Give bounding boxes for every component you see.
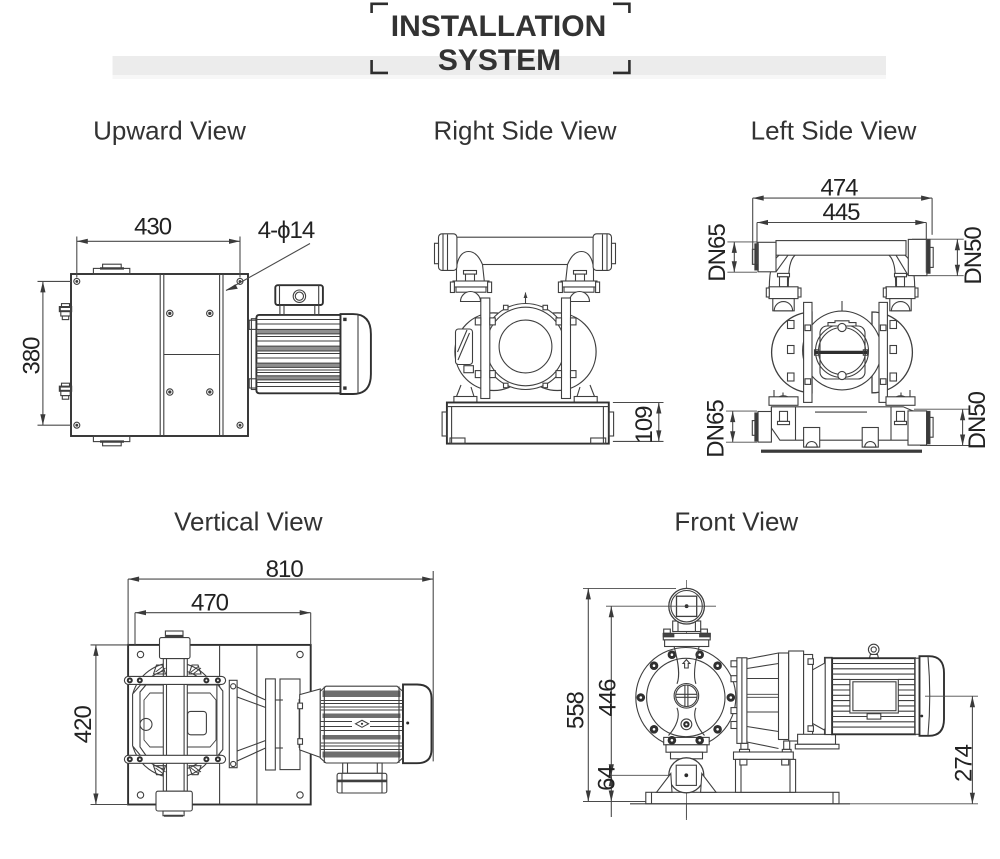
svg-text:Right Side View: Right Side View: [433, 116, 616, 146]
svg-text:DN50: DN50: [964, 391, 991, 449]
svg-text:380: 380: [19, 337, 46, 375]
svg-text:445: 445: [822, 199, 860, 226]
svg-text:DN65: DN65: [704, 224, 731, 282]
svg-text:Upward View: Upward View: [93, 116, 246, 146]
svg-text:4-ϕ14: 4-ϕ14: [258, 217, 315, 244]
svg-text:420: 420: [70, 706, 97, 744]
svg-text:INSTALLATION: INSTALLATION: [391, 10, 607, 43]
svg-text:810: 810: [266, 556, 304, 583]
svg-text:474: 474: [820, 174, 858, 201]
svg-text:Front View: Front View: [674, 507, 798, 537]
svg-text:430: 430: [134, 214, 172, 241]
svg-text:DN65: DN65: [703, 400, 730, 458]
svg-text:446: 446: [595, 679, 622, 717]
svg-text:109: 109: [631, 406, 658, 444]
svg-text:Vertical View: Vertical View: [174, 507, 323, 537]
svg-text:DN50: DN50: [960, 227, 987, 285]
svg-text:274: 274: [951, 744, 978, 782]
svg-text:470: 470: [191, 590, 229, 617]
svg-text:558: 558: [563, 691, 590, 729]
svg-text:64: 64: [594, 766, 621, 791]
svg-text:Left Side View: Left Side View: [751, 116, 917, 146]
svg-text:SYSTEM: SYSTEM: [438, 44, 561, 77]
